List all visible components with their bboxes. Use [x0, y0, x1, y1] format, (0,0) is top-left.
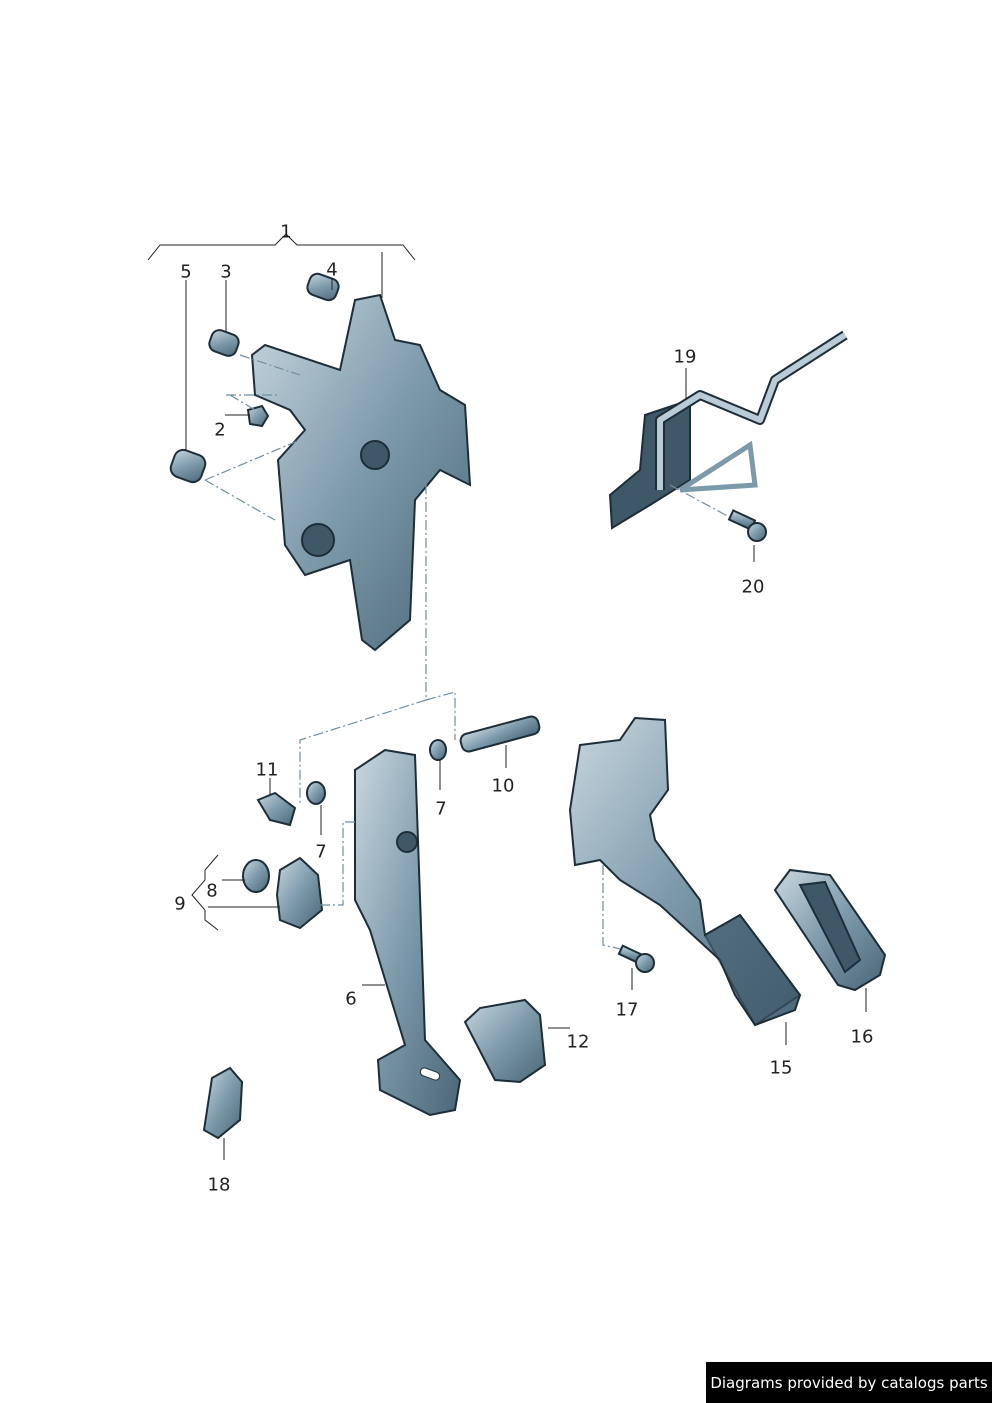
- callout-8: 8: [206, 880, 218, 902]
- callout-12: 12: [566, 1031, 590, 1053]
- callout-3: 3: [220, 261, 232, 283]
- callout-11: 11: [255, 759, 279, 781]
- bolt-20: [727, 509, 767, 542]
- bracket-19: [608, 330, 848, 530]
- callout-15: 15: [769, 1057, 793, 1079]
- callout-9: 9: [174, 893, 186, 915]
- bushing-3: [208, 329, 240, 357]
- attribution-footer: Diagrams provided by catalogs parts: [706, 1362, 992, 1403]
- cap-8: [242, 859, 270, 893]
- shaft-10: [459, 715, 541, 753]
- callout-20: 20: [741, 576, 765, 598]
- pedal-pad-12: [463, 998, 547, 1084]
- callout-16: 16: [850, 1026, 874, 1048]
- callout-7-right: 7: [435, 798, 447, 820]
- callout-4: 4: [326, 259, 338, 281]
- mount-9: [275, 856, 324, 930]
- clip-11: [256, 791, 297, 827]
- bush-7-left: [306, 781, 326, 805]
- callout-1: 1: [280, 221, 292, 243]
- callout-19: 19: [673, 346, 697, 368]
- bolt-17: [617, 944, 655, 973]
- bush-7-right: [429, 739, 447, 761]
- callout-10: 10: [491, 775, 515, 797]
- group-bracket: [147, 233, 416, 261]
- cover-18: [202, 1066, 244, 1140]
- pedal-bracket: [250, 293, 472, 652]
- brake-pedal-6: [354, 748, 462, 1117]
- callout-5: 5: [180, 261, 192, 283]
- callout-17: 17: [615, 999, 639, 1021]
- callout-18: 18: [207, 1174, 231, 1196]
- callout-6: 6: [345, 988, 357, 1010]
- bushing-4: [306, 272, 340, 302]
- callout-7-left: 7: [315, 841, 327, 863]
- bushing-5: [169, 448, 207, 484]
- nut-2: [246, 404, 270, 428]
- callout-2: 2: [214, 419, 226, 441]
